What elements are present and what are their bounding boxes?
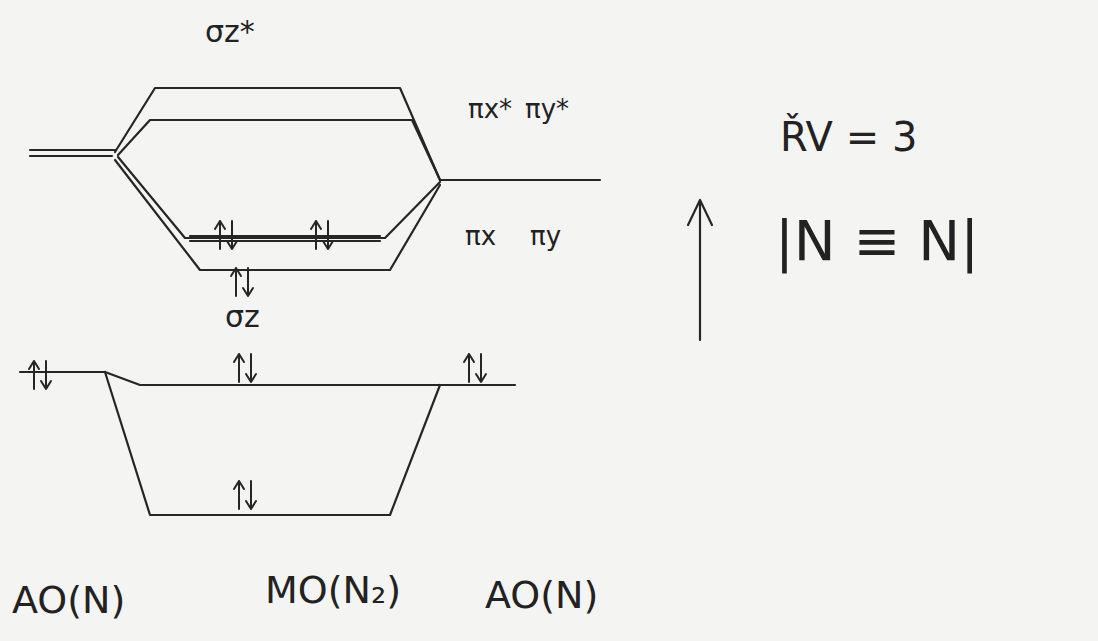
handwritten-label: ŘV = 3	[780, 115, 917, 159]
handwritten-label: MO(N₂)	[265, 570, 401, 612]
handwritten-label: πy*	[525, 95, 569, 124]
handwritten-label: πx*	[468, 95, 512, 124]
handwritten-label: AO(N)	[12, 580, 125, 622]
handwritten-label: |N ≡ N|	[775, 210, 979, 272]
handwritten-label: σz*	[205, 15, 255, 48]
energy-arrow	[688, 200, 712, 340]
handwritten-label: πy	[530, 222, 561, 251]
handwritten-label: AO(N)	[485, 575, 598, 617]
handwritten-label: σz	[225, 300, 260, 333]
handwritten-label: πx	[465, 222, 496, 251]
electron-arrows	[29, 221, 486, 509]
level-lines	[20, 88, 600, 515]
